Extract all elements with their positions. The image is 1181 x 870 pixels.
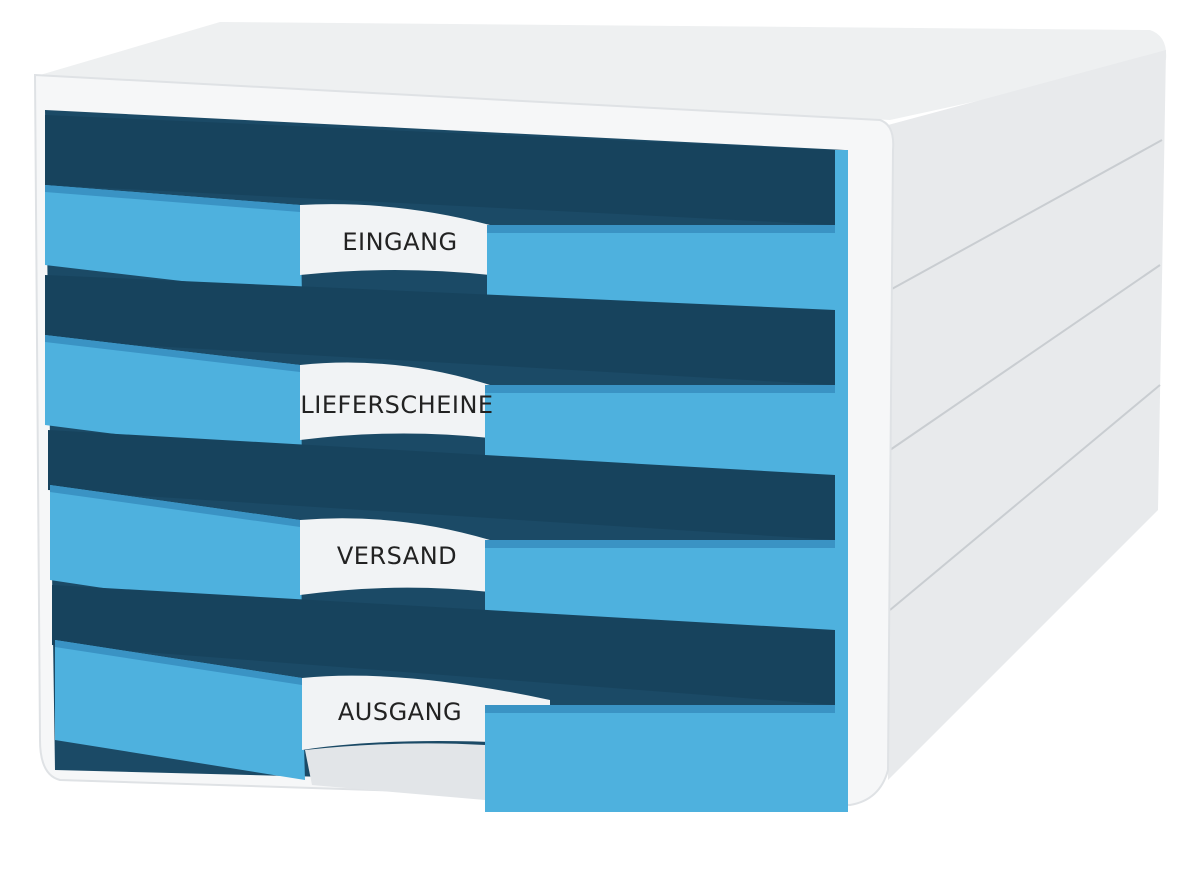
drawer-label-ausgang: AUSGANG (338, 698, 462, 726)
drawer-label-lieferscheine: LIEFERSCHEINE (300, 391, 493, 419)
drawer-3[interactable] (48, 430, 848, 642)
drawer-1[interactable] (45, 115, 848, 318)
drawer-4[interactable] (52, 585, 848, 812)
drawer-2[interactable] (45, 275, 848, 480)
drawer-label-versand: VERSAND (337, 542, 457, 570)
cabinet-side (888, 50, 1166, 780)
side-grooves (889, 139, 1163, 611)
drawer-label-eingang: EINGANG (342, 228, 457, 256)
cabinet-top (40, 22, 1167, 120)
